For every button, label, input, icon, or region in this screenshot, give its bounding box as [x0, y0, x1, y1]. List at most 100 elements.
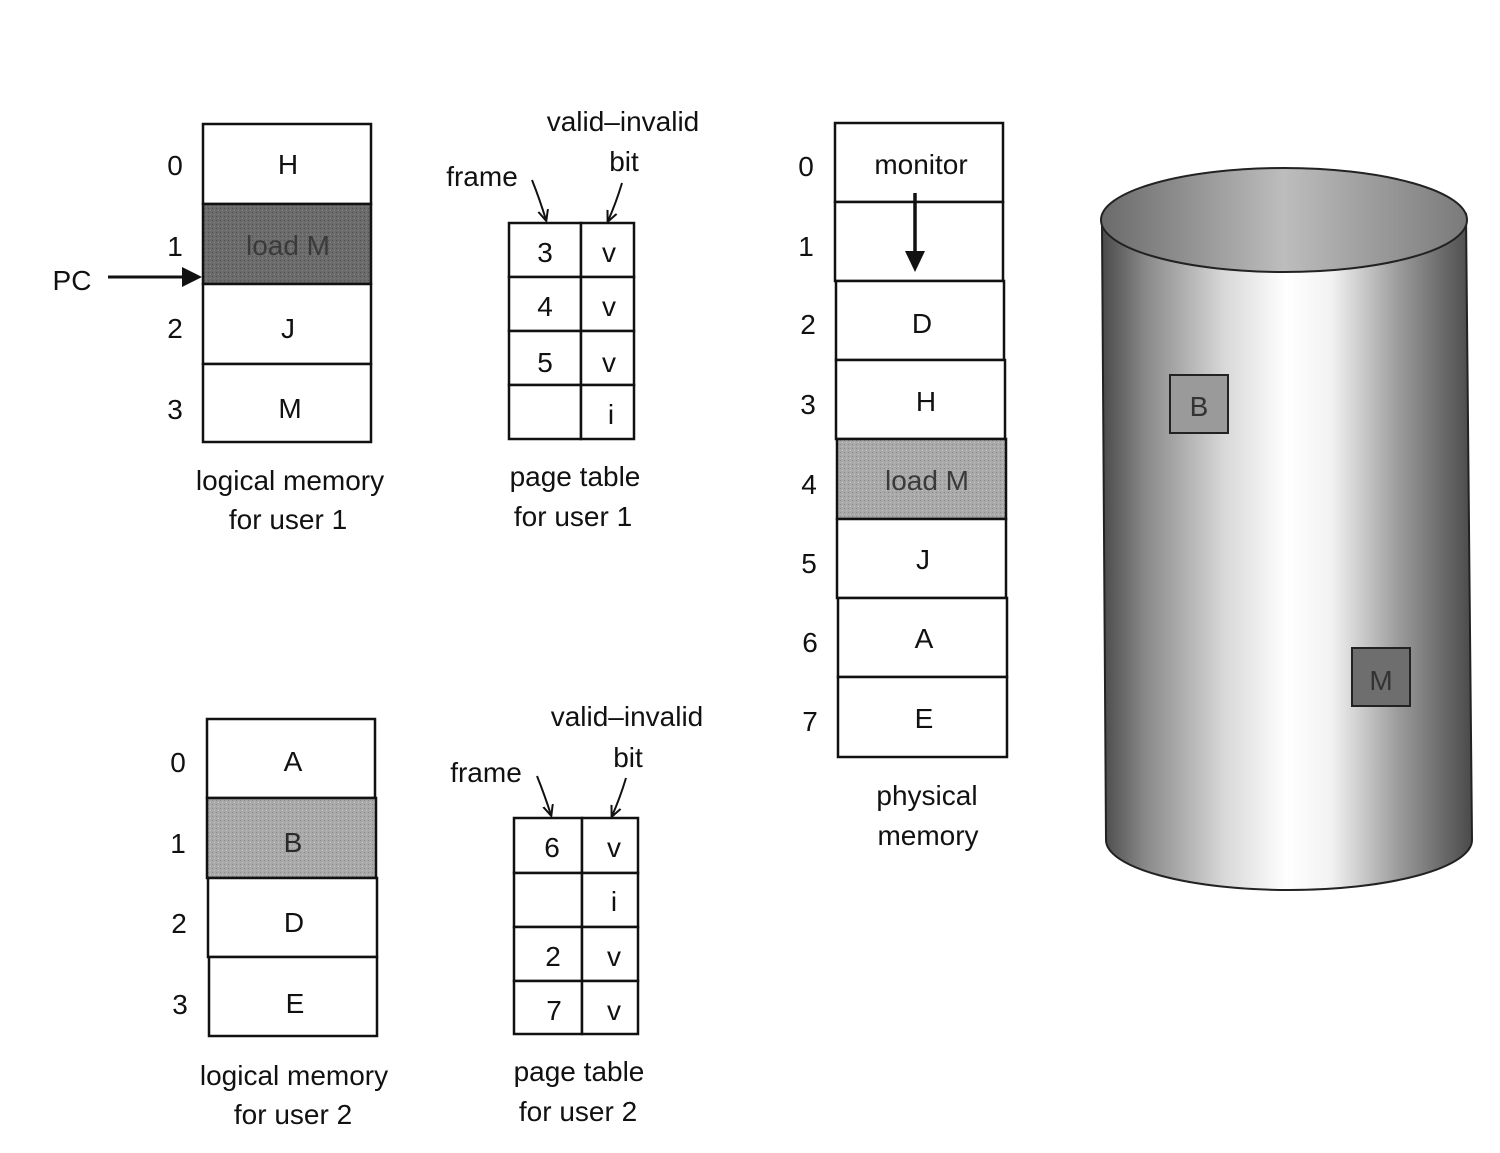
- frame-cell: [512, 925, 584, 983]
- page-content: E: [286, 988, 305, 1019]
- bit-value: i: [608, 399, 614, 430]
- index-label: 3: [167, 394, 183, 425]
- frame-value: 3: [537, 237, 553, 268]
- bit-value: v: [602, 291, 616, 322]
- frame-pointer-arrow: [536, 775, 551, 815]
- frame-cell: [833, 200, 1005, 283]
- index-label: 1: [798, 231, 814, 262]
- page-content: H: [278, 149, 298, 180]
- frame-content: E: [915, 703, 934, 734]
- caption: for user 2: [234, 1099, 352, 1130]
- frame-cell: [834, 279, 1006, 362]
- page-content: B: [284, 827, 303, 858]
- frame-value: 7: [546, 995, 562, 1026]
- page-cell: [201, 122, 373, 206]
- frame-pointer-arrow: [531, 179, 546, 220]
- frame-cell: [836, 675, 1009, 759]
- frame-cell-highlighted: [835, 437, 1008, 521]
- frame-cell: [512, 816, 584, 875]
- bit-label: bit: [609, 146, 639, 177]
- bit-label: bit: [613, 742, 643, 773]
- index-label: 2: [800, 309, 816, 340]
- disk-block-label: M: [1369, 665, 1392, 696]
- bit-cell: [579, 329, 636, 387]
- bit-value: v: [607, 832, 621, 863]
- user1-logical-memory: 0 1 2 3 H load M J M logical memory for …: [167, 122, 384, 535]
- disk-block-label: B: [1190, 391, 1209, 422]
- physical-memory-indices: 0 1 2 3 4 5 6 7: [798, 151, 818, 737]
- index-label: 7: [802, 706, 818, 737]
- disk-block: [1351, 647, 1411, 707]
- index-label: 4: [801, 469, 817, 500]
- frame-label: frame: [446, 161, 518, 192]
- physical-memory: 0 1 2 3 4 5 6 7 monitor D H load M J A E…: [798, 121, 1009, 851]
- bit-value: v: [607, 941, 621, 972]
- disk-cylinder-body: [1100, 212, 1474, 891]
- page-cell: [201, 362, 373, 444]
- bit-value: i: [611, 886, 617, 917]
- page-content: A: [284, 746, 303, 777]
- index-label: 3: [172, 989, 188, 1020]
- caption: physical: [876, 780, 977, 811]
- frame-value: 2: [545, 941, 561, 972]
- index-label: 6: [802, 627, 818, 658]
- page-cell-highlighted: [201, 202, 373, 286]
- frame-value: 5: [537, 347, 553, 378]
- frame-cell: [834, 358, 1007, 441]
- user1-logical-indices: 0 1 2 3: [167, 150, 183, 425]
- frame-label: frame: [450, 757, 522, 788]
- frame-cell: [507, 329, 583, 387]
- page-content: D: [284, 907, 304, 938]
- frame-content: D: [912, 308, 932, 339]
- frame-content: H: [916, 386, 936, 417]
- disk-cylinder-top: [1100, 167, 1468, 273]
- frame-cell: [512, 871, 584, 929]
- page-cell: [205, 717, 377, 800]
- user2-logical-memory: 0 1 2 3 A B D E logical memory for user …: [170, 717, 388, 1130]
- index-label: 0: [167, 150, 183, 181]
- frame-cell: [833, 121, 1005, 204]
- bit-value: v: [602, 347, 616, 378]
- bit-value: v: [602, 237, 616, 268]
- page-content: J: [281, 313, 295, 344]
- valid-invalid-label: valid–invalid: [547, 106, 700, 137]
- disk-backing-store: B M: [1100, 167, 1474, 891]
- bit-cell: [579, 275, 636, 333]
- bit-cell: [580, 871, 640, 929]
- bit-pointer-arrow: [612, 777, 627, 816]
- index-label: 3: [800, 389, 816, 420]
- frame-cell: [507, 383, 583, 441]
- user2-logical-indices: 0 1 2 3: [170, 747, 188, 1020]
- monitor-arrow-head: [905, 251, 925, 272]
- caption: page table: [514, 1056, 645, 1087]
- frame-content: monitor: [874, 149, 967, 180]
- index-label: 0: [170, 747, 186, 778]
- index-label: 0: [798, 151, 814, 182]
- index-label: 1: [167, 231, 183, 262]
- caption: logical memory: [196, 465, 384, 496]
- page-cell-highlighted: [205, 796, 378, 880]
- index-label: 2: [171, 908, 187, 939]
- bit-cell: [580, 925, 640, 983]
- caption: for user 2: [519, 1096, 637, 1127]
- bit-pointer-arrow: [608, 182, 623, 221]
- user1-page-table: valid–invalid bit frame 3 4 5 v v v i pa…: [446, 106, 699, 532]
- caption: for user 1: [514, 501, 632, 532]
- user2-page-table: valid–invalid bit frame 6 2 7 v i v v pa…: [450, 701, 703, 1127]
- bit-cell: [580, 979, 640, 1036]
- disk-block: [1169, 374, 1229, 434]
- caption: page table: [510, 461, 641, 492]
- caption: for user 1: [229, 504, 347, 535]
- index-label: 5: [801, 548, 817, 579]
- frame-content: J: [916, 544, 930, 575]
- bit-cell: [579, 383, 636, 441]
- bit-cell: [580, 816, 640, 875]
- page-content: M: [278, 393, 301, 424]
- program-counter: PC: [53, 265, 202, 296]
- bit-cell: [579, 221, 636, 279]
- frame-content: load M: [885, 465, 969, 496]
- page-cell: [206, 876, 379, 959]
- frame-value: 6: [544, 832, 560, 863]
- bit-value: v: [607, 995, 621, 1026]
